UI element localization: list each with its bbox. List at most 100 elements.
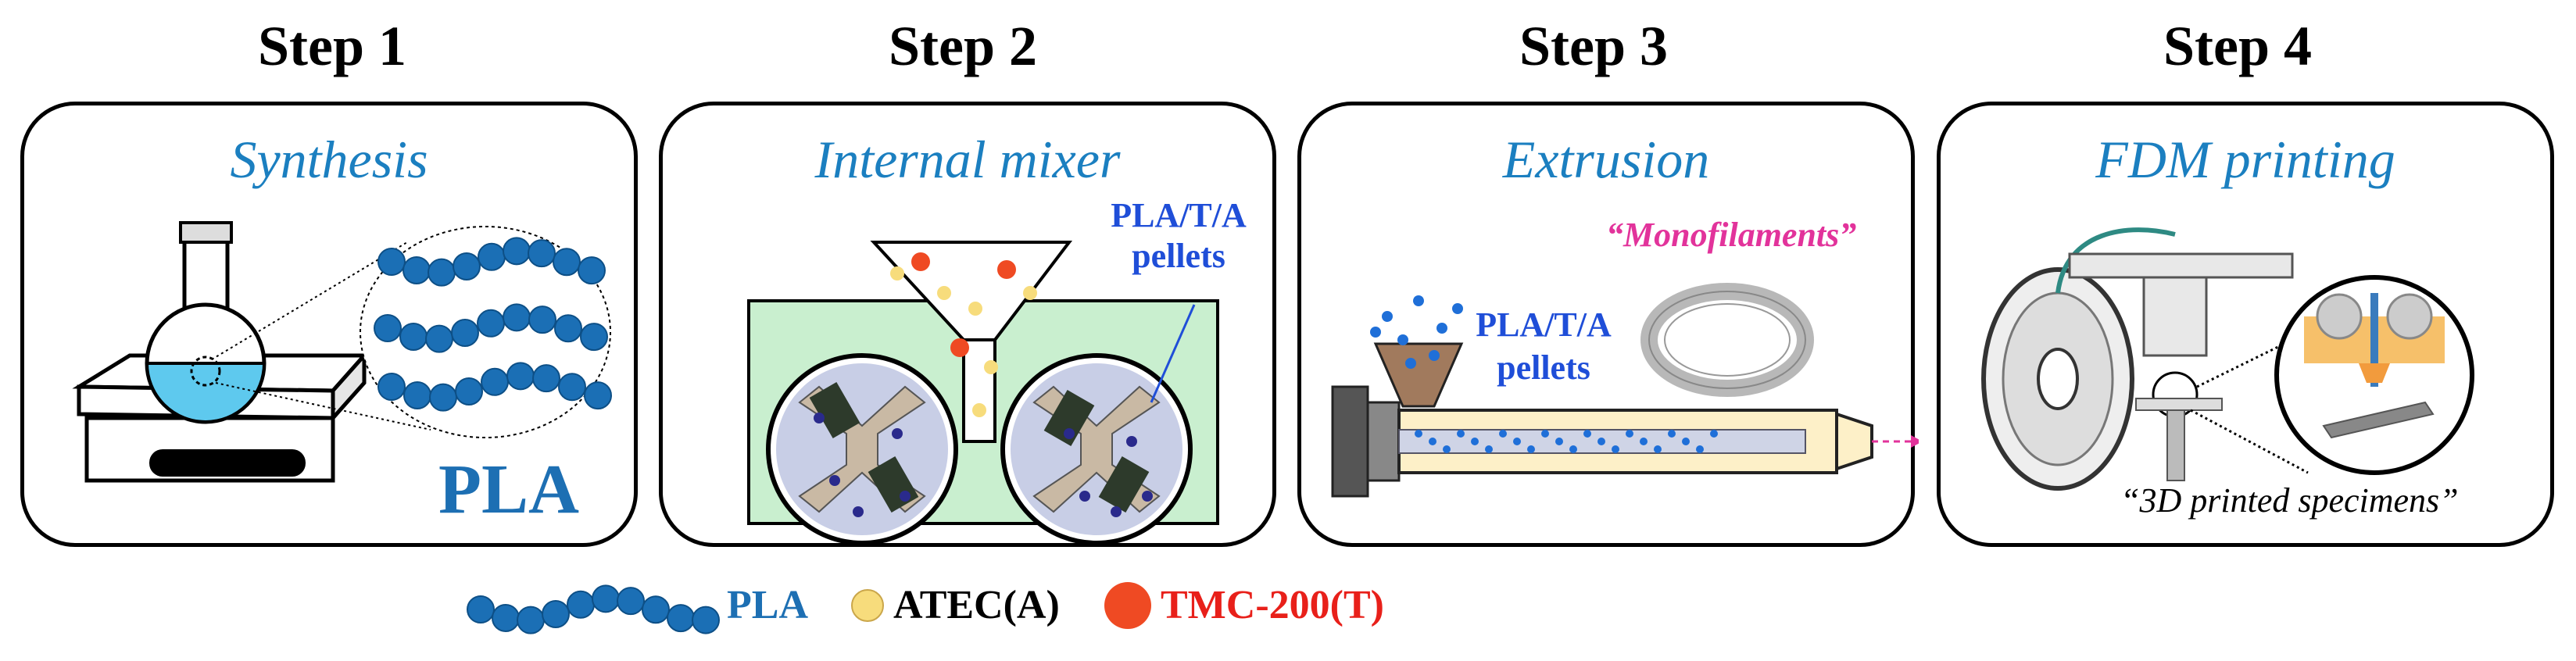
pla-bead — [584, 381, 612, 410]
pla-bead — [528, 305, 556, 334]
legend-atec-label: ATEC(A) — [893, 583, 1060, 627]
extruder-melt-dot — [1527, 445, 1535, 453]
legend-pla-bead — [467, 595, 495, 623]
mixer-additive-particle — [968, 302, 982, 316]
extruder-melt-dot — [1485, 445, 1493, 453]
pla-bead — [451, 318, 479, 347]
extrusion-pellet-label-2: pellets — [1497, 348, 1590, 387]
legend-pla-label: PLA — [727, 583, 808, 627]
mixer-pellet-dot — [853, 506, 864, 517]
pla-bead — [503, 303, 531, 332]
pla-bead — [528, 239, 556, 268]
internal-mixer-illustration — [747, 241, 1219, 545]
printed-specimens-label: “3D printed specimens” — [2120, 481, 2459, 520]
fdm-printing-illustration — [1981, 227, 2474, 491]
pla-bead — [403, 381, 431, 409]
print-bed — [2135, 398, 2223, 411]
synthesis-title: Synthesis — [230, 130, 428, 189]
pla-bead — [481, 367, 509, 396]
extruder-melt-dot — [1612, 445, 1619, 453]
legend-tmc-label: TMC-200(T) — [1161, 583, 1384, 627]
printer-head — [2142, 276, 2208, 357]
pla-bead — [377, 373, 406, 401]
pla-bead — [377, 248, 406, 276]
pla-bead — [428, 258, 456, 287]
legend-pla-bead — [542, 599, 570, 628]
extruder-hopper — [1373, 342, 1464, 408]
legend-pla-bead — [692, 606, 720, 634]
pla-bead — [402, 255, 431, 284]
extrusion-pellet-label-1: PLA/T/A — [1476, 305, 1612, 344]
extrusion-title: Extrusion — [1502, 130, 1710, 189]
mixer-additive-particle — [984, 360, 998, 374]
printed-specimen — [2322, 401, 2435, 439]
legend-pla-bead — [517, 606, 545, 634]
fdm-printing-title: FDM printing — [2095, 130, 2395, 189]
mixer-particles — [814, 252, 1153, 517]
pla-bead — [453, 252, 481, 280]
legend-atec-icon — [851, 589, 884, 622]
mixer-additive-particle — [890, 266, 904, 280]
extruder-pellet-dot — [1370, 327, 1381, 338]
pla-bead — [425, 324, 453, 353]
extruder-melt-dot — [1513, 438, 1521, 445]
pla-bead — [374, 314, 402, 342]
pla-bead — [478, 242, 506, 271]
pla-bead — [558, 373, 586, 402]
extruder-melt-dot — [1626, 430, 1633, 438]
legend-pla-chain-icon — [467, 584, 720, 634]
extruder-melt-dot — [1569, 445, 1577, 453]
mixer-additive-particle — [911, 252, 930, 271]
legend-tmc-icon — [1104, 582, 1151, 629]
pla-bead — [532, 364, 560, 393]
extruder-pellet-dot — [1405, 358, 1416, 369]
hot-plate-knob — [149, 449, 306, 477]
mixer-additive-particle — [997, 260, 1016, 279]
internal-mixer-title: Internal mixer — [814, 130, 1121, 189]
extruder-melt-dot — [1696, 445, 1704, 453]
pla-chains — [374, 237, 612, 412]
legend-pla-bead — [492, 603, 520, 632]
extruder-pellet-dot — [1382, 311, 1393, 322]
extruder-pellet-dot — [1429, 350, 1440, 361]
extruder-melt-dot — [1682, 438, 1690, 445]
mixer-pellet-dot — [892, 428, 903, 439]
step-4-title: Step 4 — [2163, 15, 2313, 77]
synthesis-illustration — [72, 221, 612, 483]
mixer-additive-particle — [937, 286, 951, 300]
legend-pla-bead — [642, 595, 670, 624]
mixer-additive-particle — [1023, 286, 1037, 300]
internal-mixer-panel: Internal mixer PLA/T/A pellets — [659, 102, 1276, 547]
pla-bead — [455, 377, 483, 406]
pla-bead — [506, 362, 535, 391]
extruder-pellet-dot — [1436, 323, 1447, 334]
fdm-printing-panel: FDM printing “3D printed specimens” — [1937, 102, 2554, 547]
step-3-title: Step 3 — [1519, 15, 1669, 77]
monofilaments-label: “Monofilaments” — [1606, 216, 1857, 254]
pla-bead — [553, 248, 581, 277]
pla-bead — [477, 309, 505, 338]
mixer-pellet-label-2: pellets — [1132, 237, 1225, 275]
extruder-melt-dot — [1640, 438, 1648, 445]
extruder-drive — [1331, 385, 1369, 498]
extruder-melt-dot — [1654, 445, 1662, 453]
flask-neck — [182, 232, 230, 315]
step-2-title: Step 2 — [888, 15, 1038, 77]
pla-bead — [580, 323, 608, 352]
extruder-melt-dot — [1499, 430, 1507, 438]
mixer-additive-particle — [950, 338, 969, 357]
mixer-pellet-dot — [1064, 428, 1075, 439]
mixer-pellet-label-1: PLA/T/A — [1111, 196, 1247, 234]
extruder-melt-dot — [1429, 438, 1436, 445]
extruder-pellet-dot — [1413, 295, 1424, 306]
mixer-pellet-dot — [900, 491, 911, 502]
mixer-pellet-dot — [1079, 491, 1090, 502]
legend-pla-bead — [617, 587, 645, 616]
extruder-melt-dot — [1710, 430, 1718, 438]
pla-bead — [399, 322, 428, 351]
legend-pla-bead — [567, 590, 595, 619]
pla-bead — [429, 383, 457, 412]
pla-bead — [578, 256, 606, 285]
extruder-melt-dot — [1415, 430, 1422, 438]
extruder-melt-dot — [1457, 430, 1465, 438]
